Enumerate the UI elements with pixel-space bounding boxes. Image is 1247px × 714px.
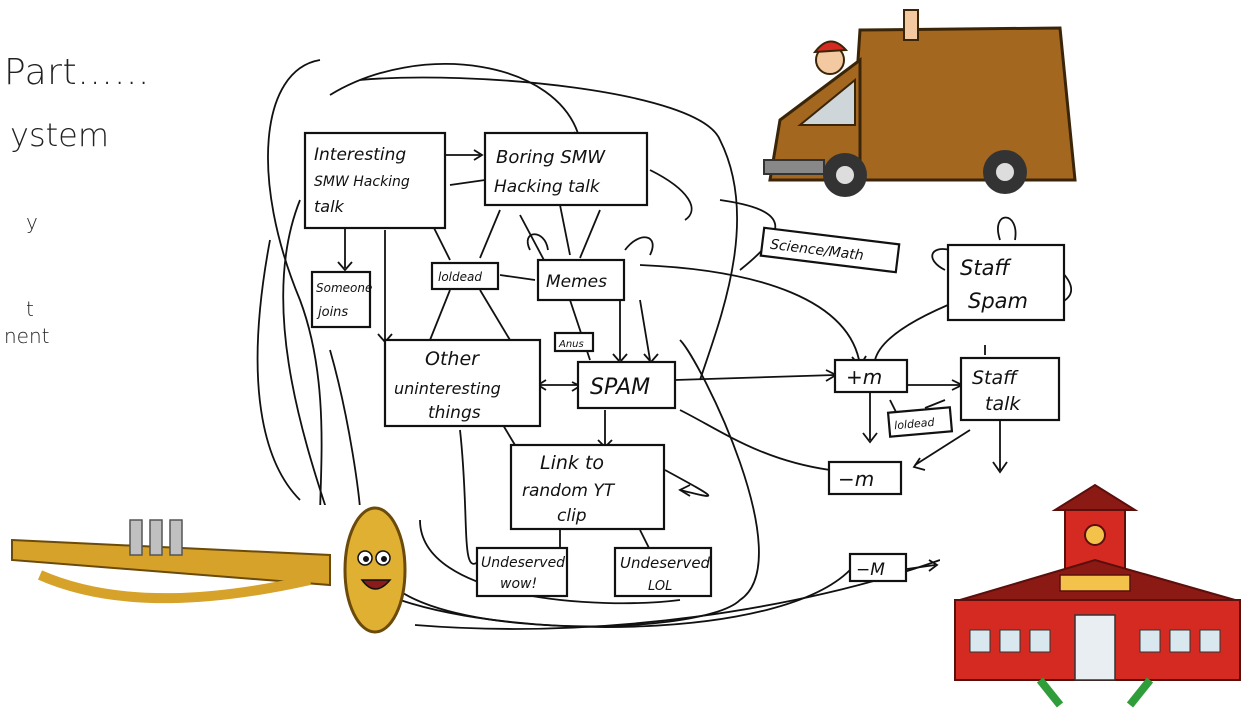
svg-text:SMW Hacking: SMW Hacking [314,174,410,190]
node-boring-smw-talk: Boring SMW Hacking talk [483,131,649,207]
svg-text:Boring SMW: Boring SMW [496,147,606,168]
svg-text:uninteresting: uninteresting [394,379,501,398]
node-undeserved-lol: Undeserved LOL [613,546,713,598]
node-someone-joins: Someone joins [310,270,372,329]
svg-text:Other: Other [425,348,480,370]
node-staff-talk: Staff talk [959,356,1061,422]
svg-text:Staff: Staff [972,367,1019,389]
school-building-icon [940,483,1247,714]
svg-text:things: things [428,403,481,423]
svg-text:−m: −m [838,467,874,491]
node-plus-m: +m [833,358,909,394]
svg-text:loldead: loldead [438,270,482,284]
diagram-wires [256,59,1073,630]
node-loldead-right: loldead [886,406,954,438]
svg-text:Undeserved: Undeserved [620,554,711,572]
node-staff-spam: Staff Spam [946,243,1066,322]
svg-text:Staff: Staff [960,256,1012,280]
svg-text:Link to: Link to [540,452,604,474]
svg-text:Hacking talk: Hacking talk [494,177,601,197]
node-memes: Memes [536,258,626,302]
svg-text:clip: clip [557,506,587,526]
node-anus: Anus [553,331,595,353]
svg-text:talk: talk [314,197,345,216]
svg-text:Undeserved: Undeserved [481,555,565,571]
svg-text:Spam: Spam [968,289,1028,313]
slide-title-line1: Part…… [4,52,151,93]
svg-text:talk: talk [985,393,1021,415]
svg-text:random YT: random YT [522,481,616,501]
bullet-fragment-1: y [26,210,38,234]
svg-text:SPAM: SPAM [590,375,650,400]
node-loldead-left: loldead [430,261,500,291]
svg-text:Interesting: Interesting [314,145,406,165]
bullet-fragment-3: nent [4,324,50,348]
bullet-fragment-2: t [26,297,34,321]
svg-text:loldead: loldead [894,416,936,433]
node-spam: SPAM [576,360,677,410]
node-interesting-smw-talk: Interesting SMW Hacking talk [303,131,447,230]
svg-text:LOL: LOL [648,579,672,594]
svg-text:+m: +m [846,365,882,389]
svg-text:Someone: Someone [316,281,372,295]
trumpet-icon [0,505,407,645]
node-minus-m-1: −m [827,460,903,496]
node-science-math: Science/Math [759,226,901,274]
delivery-truck-icon [763,9,1077,197]
svg-text:−M: −M [856,560,885,580]
node-undeserved-wow: Undeserved wow! [475,546,569,598]
svg-text:Anus: Anus [558,339,584,350]
slide-title-line2: ystem [10,116,110,154]
node-other-uninteresting: Other uninteresting things [383,338,542,428]
node-link-random-yt: Link to random YT clip [509,443,666,531]
svg-text:wow!: wow! [500,576,537,592]
node-minus-m-2: −M [848,552,908,583]
svg-text:Memes: Memes [546,272,607,292]
svg-text:joins: joins [316,305,348,320]
